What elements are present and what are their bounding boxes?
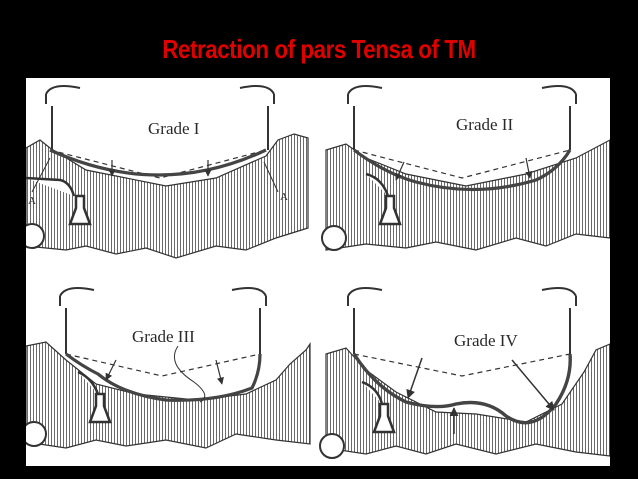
marker-a-arrow-left: [31, 157, 51, 193]
round-window: [26, 421, 47, 447]
speculum-right: [541, 85, 577, 150]
retraction-arrow: [105, 359, 117, 381]
normal-tm-dashed: [49, 149, 267, 179]
round-window: [319, 433, 345, 459]
speculum-right: [239, 85, 275, 150]
figure-panel: Grade I A A Grade II Grade III: [26, 78, 610, 466]
panel-grade-2: Grade II: [321, 85, 610, 251]
speculum-left: [45, 85, 81, 150]
retraction-arrow: [511, 359, 555, 411]
leader-line: [174, 345, 206, 403]
retraction-arrow: [395, 161, 405, 181]
slide-title: Retraction of pars Tensa of TM: [162, 34, 476, 64]
ossicle: [26, 176, 92, 226]
retracted-tm: [65, 352, 262, 402]
retraction-arrow: [406, 357, 423, 399]
round-window: [321, 225, 347, 251]
retracted-tm: [352, 353, 572, 425]
grade-label: Grade I: [148, 119, 200, 138]
marker-a-right: A: [280, 191, 288, 203]
normal-tm-dashed: [353, 353, 571, 377]
speculum-left: [347, 85, 383, 150]
speculum-left: [59, 287, 95, 354]
speculum-left: [347, 287, 383, 354]
grade-label: Grade III: [132, 327, 195, 346]
speculum-right: [231, 287, 267, 354]
canal-wall-hatched: [26, 133, 309, 259]
retracted-tm: [353, 148, 572, 192]
marker-a-arrow-right: [263, 161, 279, 193]
grade-label: Grade II: [456, 115, 513, 134]
normal-tm-dashed: [353, 149, 571, 179]
panel-grade-3: Grade III: [26, 287, 311, 449]
canal-wall-hatched: [325, 343, 610, 457]
grade-label: Grade IV: [454, 331, 518, 350]
ossicle: [361, 380, 396, 434]
speculum-right: [541, 287, 577, 354]
retracted-tm: [49, 148, 267, 177]
retraction-arrow: [525, 157, 533, 179]
ossicle: [77, 370, 112, 424]
round-window: [26, 223, 45, 249]
retraction-arrow: [215, 359, 224, 385]
normal-tm-dashed: [65, 353, 261, 377]
panel-grade-4: Grade IV: [319, 287, 610, 459]
ossicle: [365, 172, 402, 226]
panel-grade-1: Grade I A A: [26, 85, 309, 259]
marker-a-left: A: [28, 195, 36, 207]
